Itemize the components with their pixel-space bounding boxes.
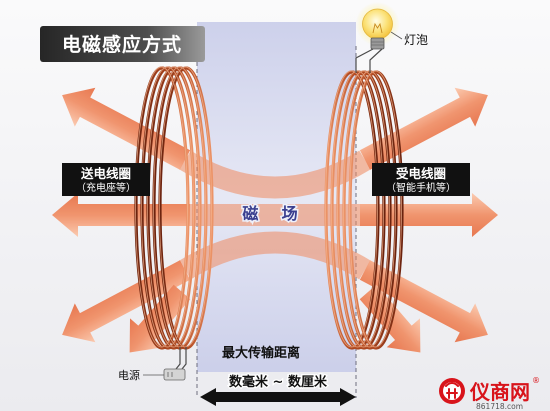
receive-coil-title: 受电线圈: [396, 166, 446, 181]
bulb-leader-line: [390, 31, 403, 40]
watermark-registered-mark: ®: [532, 376, 540, 385]
transmit-coil-title: 送电线圈: [80, 166, 131, 181]
coil-turn-highlight: [141, 66, 194, 348]
receive-coil-label: 受电线圈 （智能手机等）: [372, 163, 470, 196]
coil-turn: [324, 70, 380, 350]
field-arrow-down-right: [359, 284, 421, 353]
coil-turn: [348, 70, 404, 350]
transmit-coil-highlights: [135, 66, 212, 348]
bulb-wires: [355, 48, 383, 73]
coil-turn-highlight: [147, 66, 200, 348]
receive-coil-example: （智能手机等）: [386, 181, 456, 194]
power-wires: [175, 347, 187, 370]
logo-center: [443, 382, 461, 400]
field-line-upper: [179, 150, 371, 199]
receive-coil-label-box: [372, 163, 470, 196]
coil-turn: [140, 66, 196, 350]
power-source-label: 电源: [118, 368, 140, 382]
coil-turn-highlight: [349, 70, 402, 348]
distance-range-label: 数毫米 ~ 数厘米: [229, 374, 328, 390]
title-banner: 电磁感应方式: [40, 26, 205, 62]
bulb-wire: [355, 48, 374, 73]
coil-turn-highlight: [135, 66, 188, 348]
coil-turn: [336, 70, 392, 350]
field-arrow-upper-left: [62, 87, 191, 170]
brand-logo-icon: [439, 378, 465, 404]
field-arrow-down-left: [129, 284, 191, 353]
bulb-filament: [372, 22, 383, 34]
arrow-shape: [129, 284, 191, 353]
title-box: [40, 26, 205, 62]
transmit-coil-label-box: [62, 163, 150, 196]
light-bulb-icon: [355, 2, 400, 50]
power-wire: [175, 347, 181, 370]
coil-turn-highlight: [331, 70, 384, 348]
transmit-coil-label: 送电线圈 （充电座等）: [62, 163, 150, 196]
coil-turn: [134, 66, 190, 350]
watermark: 仪商网 ® 861718.com: [439, 376, 540, 411]
power-plug-icon: [163, 368, 186, 381]
plug-body: [163, 368, 186, 381]
max-distance-label: 最大传输距离: [222, 345, 300, 361]
bulb-label: 灯泡: [404, 33, 428, 47]
watermark-brand: 仪商网: [469, 380, 530, 404]
distance-double-arrow: [200, 388, 356, 406]
receive-coil-turns: [324, 70, 404, 350]
power-wire: [181, 347, 187, 370]
bulb-glass: [362, 8, 393, 40]
field-line-lower: [179, 231, 371, 280]
bulb-wire: [369, 48, 383, 73]
page-title: 电磁感应方式: [62, 33, 182, 56]
logo-glyph: [445, 382, 459, 399]
bulb-base: [370, 37, 385, 50]
magnetic-field-label: 磁 场: [242, 204, 301, 223]
coil-turn-highlight: [337, 70, 390, 348]
watermark-url: 861718.com: [476, 402, 523, 411]
coil-turn: [146, 66, 202, 350]
transmit-coil: [134, 66, 214, 350]
arrow-shape: [359, 284, 421, 353]
coil-turn: [330, 70, 386, 350]
coil-turn-highlight: [325, 70, 378, 348]
transmit-coil-example: （充电座等）: [76, 181, 136, 194]
arrow-shape: [62, 87, 191, 170]
